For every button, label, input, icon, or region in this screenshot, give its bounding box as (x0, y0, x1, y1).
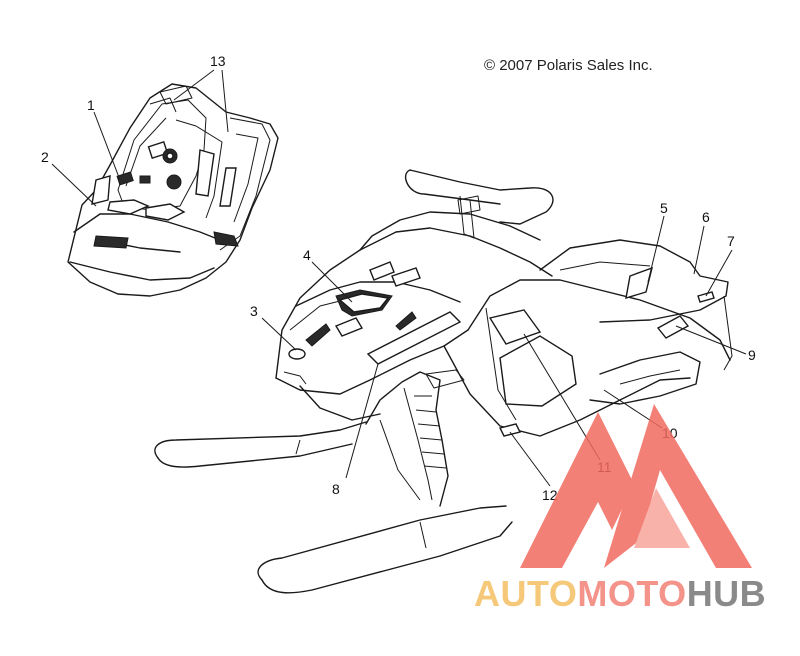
callout-7: 7 (727, 233, 735, 249)
callout-11: 11 (597, 459, 612, 475)
callout-1: 1 (87, 97, 95, 113)
automotohub-wordmark: AUTOMOTOHUB (474, 573, 766, 615)
wordmark-hub: HUB (686, 573, 767, 614)
wordmark-auto: AUTO (474, 573, 578, 614)
callout-6: 6 (702, 209, 710, 225)
callout-9: 9 (748, 347, 756, 363)
callout-13: 13 (210, 53, 226, 69)
wordmark-moto: MOTO (577, 573, 687, 614)
callout-12: 12 (542, 487, 558, 503)
copyright-notice: © 2007 Polaris Sales Inc. (484, 57, 653, 74)
callout-8: 8 (332, 481, 340, 497)
callout-10: 10 (662, 425, 678, 441)
hood-inset-drawing (67, 83, 279, 297)
snowmobile-drawing (154, 169, 733, 594)
callout-3: 3 (250, 303, 258, 319)
callout-5: 5 (660, 200, 668, 216)
callout-4: 4 (303, 247, 311, 263)
callout-2: 2 (41, 149, 49, 165)
